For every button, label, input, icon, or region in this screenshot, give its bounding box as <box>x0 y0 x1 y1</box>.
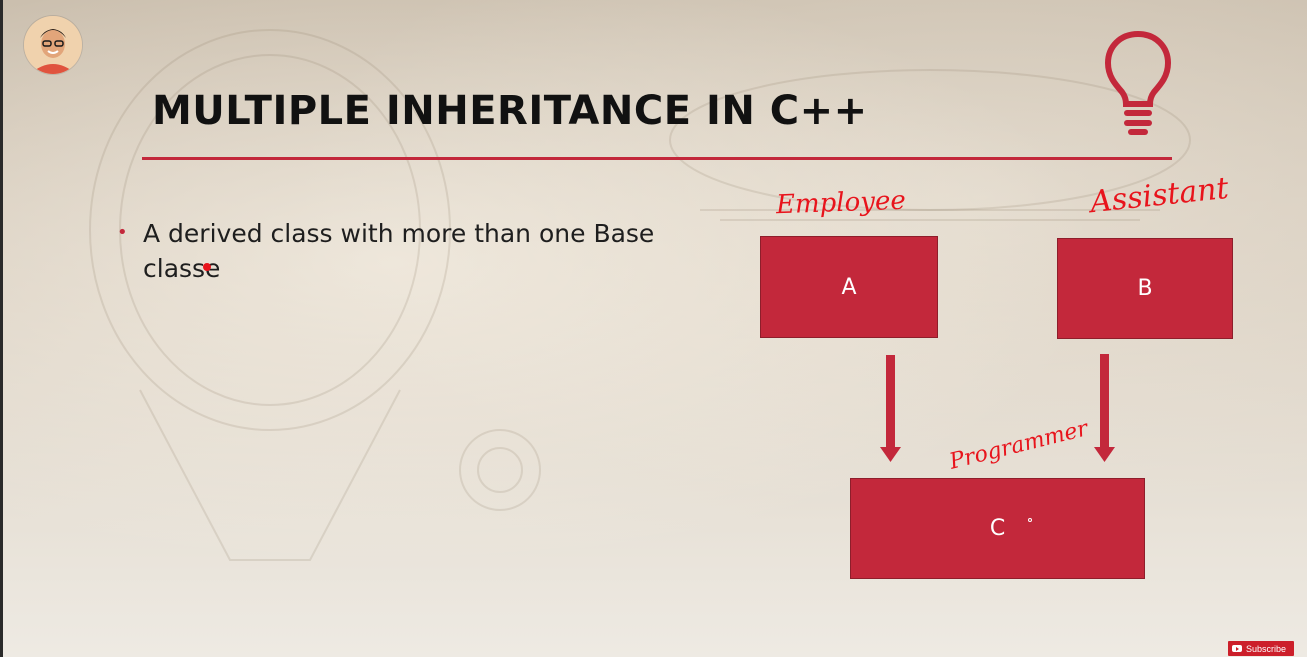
class-box-b: B <box>1057 238 1233 339</box>
class-box-a: A <box>760 236 938 338</box>
arrow-a-to-c-shaft <box>886 355 895 447</box>
annotation-employee: Employee <box>775 185 907 221</box>
pointer-cursor <box>1028 518 1032 522</box>
arrow-b-to-c-shaft <box>1100 354 1109 447</box>
class-box-b-label: B <box>1137 276 1153 301</box>
arrow-a-to-c-head <box>880 447 901 462</box>
ink-mark <box>203 263 211 271</box>
class-box-c-label: C <box>989 516 1006 541</box>
class-box-a-label: A <box>841 274 857 300</box>
window-edge <box>0 0 3 657</box>
slide-title: MULTIPLE INHERITANCE IN C++ <box>152 88 868 134</box>
presenter-avatar-icon <box>24 16 82 74</box>
subscribe-button[interactable]: Subscribe <box>1228 641 1294 656</box>
class-box-c: C <box>850 478 1145 579</box>
title-divider <box>142 157 1172 160</box>
bullet-marker: • <box>117 222 128 243</box>
arrow-b-to-c-head <box>1094 447 1115 462</box>
subscribe-label: Subscribe <box>1246 643 1287 654</box>
lightbulb-icon <box>1104 30 1172 135</box>
youtube-play-icon <box>1232 645 1242 652</box>
